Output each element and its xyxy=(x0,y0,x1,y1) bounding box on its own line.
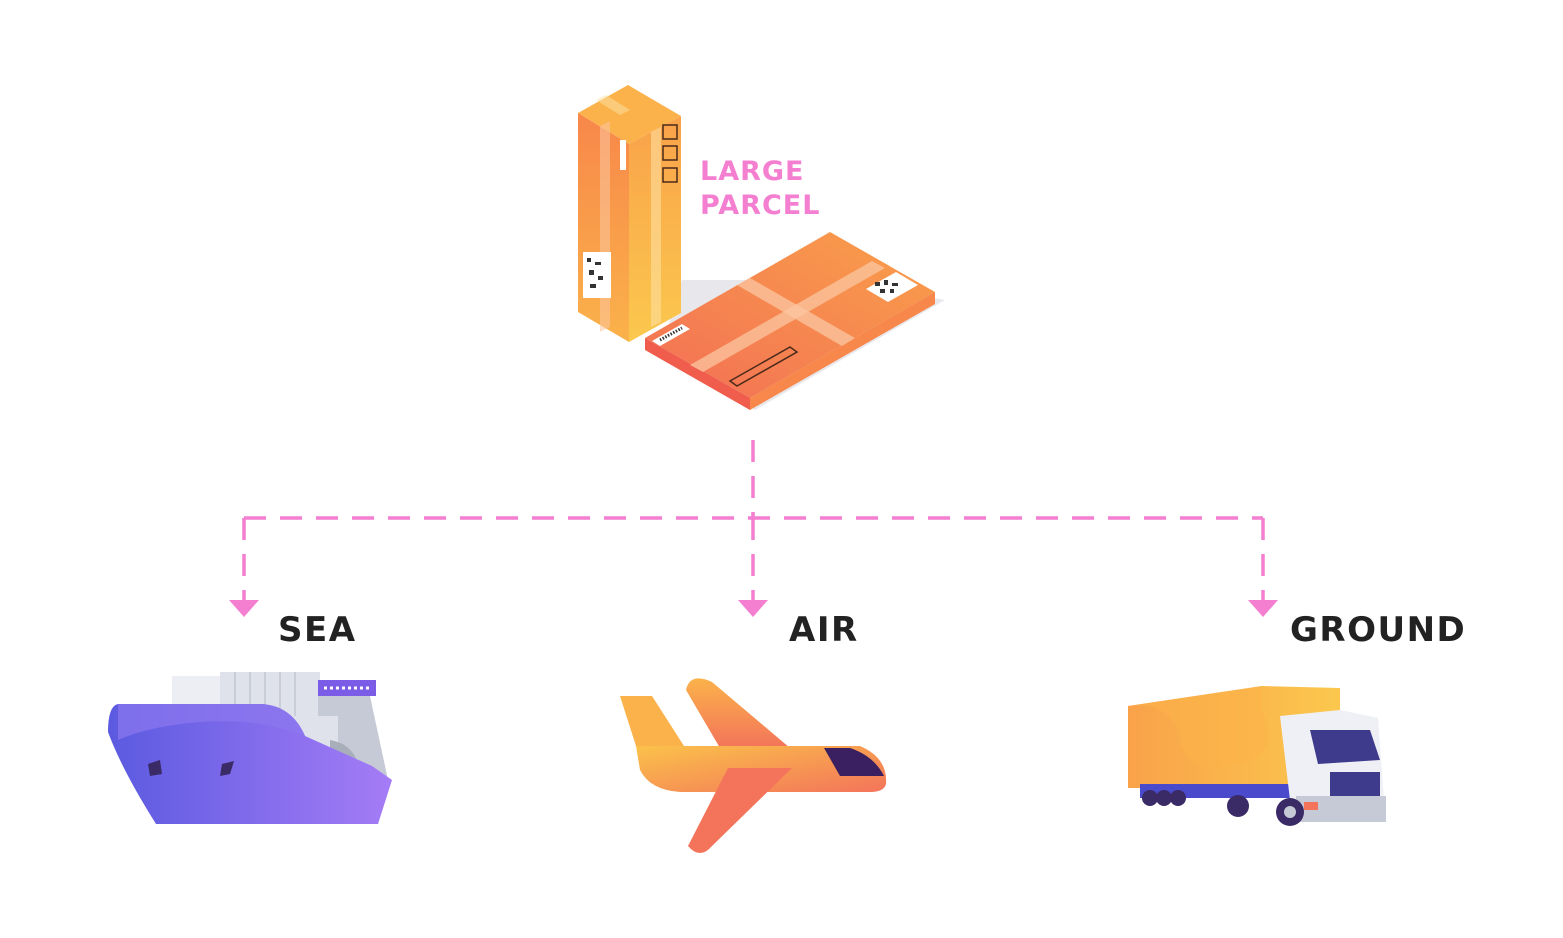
mode-label-ground: GROUND xyxy=(1290,610,1466,650)
large-parcel-illustration xyxy=(578,85,945,410)
mode-label-air: AIR xyxy=(789,610,859,650)
arrow-down-icon xyxy=(229,600,259,617)
parcel-label-line2: PARCEL xyxy=(700,190,820,221)
arrow-down-icon xyxy=(738,600,768,617)
tall-box-icon xyxy=(578,85,681,342)
ship-icon xyxy=(108,672,392,824)
parcel-label-line1: LARGE xyxy=(700,156,805,187)
mode-label-sea: SEA xyxy=(278,610,357,650)
flat-box-icon xyxy=(645,232,935,410)
truck-icon xyxy=(1128,686,1386,826)
arrow-down-icon xyxy=(1248,600,1278,617)
airplane-icon xyxy=(620,678,887,853)
connector-lines xyxy=(242,440,1265,600)
connector-arrows xyxy=(229,600,1278,617)
